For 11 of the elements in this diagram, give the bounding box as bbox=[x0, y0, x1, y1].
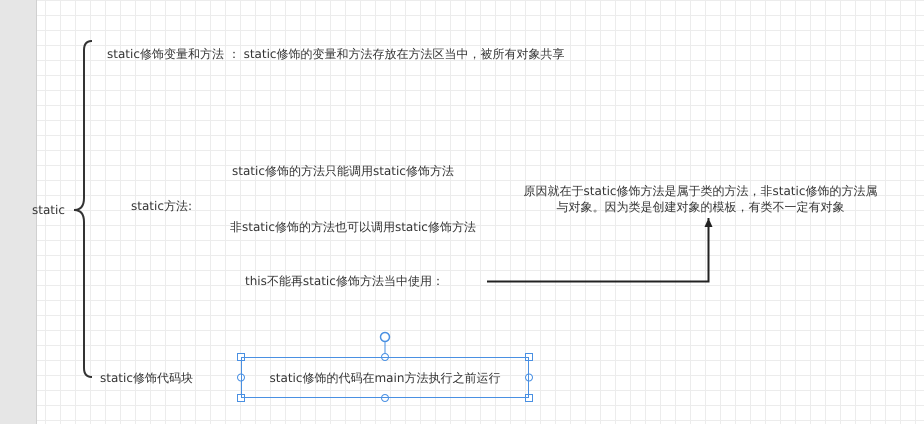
node-text: this不能再static修饰方法当中使用： bbox=[245, 274, 444, 288]
text-label: 非static修饰的方法也可以调用static修饰方法 bbox=[230, 219, 476, 235]
text-label: static修饰代码块 bbox=[100, 370, 193, 386]
text-box bbox=[241, 357, 529, 398]
text-label: static修饰变量和方法 ： static修饰的变量和方法存放在方法区当中，被所有对象共享 bbox=[107, 46, 565, 62]
arrow bbox=[487, 218, 712, 282]
node-text: 原因就在于static修饰方法是属于类的方法，非static修饰的方法属与对象。因为类是创建对象的模板，有类不一定有对象 bbox=[524, 184, 878, 214]
text-label: static修饰的方法只能调用static修饰方法 bbox=[232, 163, 454, 179]
text-label: static方法: bbox=[131, 198, 192, 214]
text-label: static bbox=[32, 202, 65, 218]
node-text: static修饰的代码在main方法执行之前运行 bbox=[270, 370, 500, 386]
